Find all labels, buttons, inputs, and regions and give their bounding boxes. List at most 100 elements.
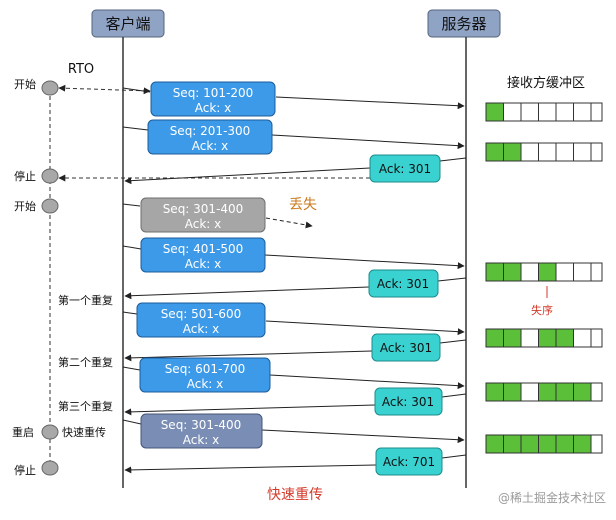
segment-box-2: Seq: 201-300 Ack: x xyxy=(147,119,273,155)
timer-restart-circle xyxy=(41,424,59,440)
segment-4-seq: Seq: 401-500 xyxy=(163,242,244,256)
buffer-cell-filled xyxy=(485,382,504,402)
server-header: 服务器 xyxy=(441,15,486,33)
seg2-stub xyxy=(122,126,149,131)
ack2-stub xyxy=(437,277,467,282)
label-start-2: 开始 xyxy=(14,199,36,213)
seg7-arrow xyxy=(261,429,465,444)
segment-7-seq: Seq: 301-400 xyxy=(161,418,242,432)
buffer-row-3 xyxy=(485,262,603,282)
buffer-cell-empty xyxy=(520,262,539,282)
segment-5-seq: Seq: 501-600 xyxy=(161,307,242,321)
buffer-cell-filled xyxy=(503,434,522,454)
buffer-cell-filled xyxy=(503,262,522,282)
buffer-cell-filled xyxy=(485,262,504,282)
ack-1-text: Ack: 301 xyxy=(379,162,431,176)
segment-2-ack: Ack: x xyxy=(192,139,229,153)
ack-box-1: Ack: 301 xyxy=(369,154,441,183)
ack-box-2: Ack: 301 xyxy=(368,269,439,298)
ack1-stub xyxy=(439,157,467,162)
dup-label-first: 第一个重复 xyxy=(58,293,113,307)
buffer-cell-empty xyxy=(520,102,539,122)
segment-5-ack: Ack: x xyxy=(183,322,220,336)
out-of-order-label: 失序 xyxy=(531,303,553,317)
seg5-stub xyxy=(122,311,138,315)
seg7-stub xyxy=(122,419,142,425)
timer-start-arrow xyxy=(58,84,151,95)
buffer-title: 接收方缓冲区 xyxy=(507,75,585,91)
ack-3-text: Ack: 301 xyxy=(380,341,432,355)
ack-box-5: Ack: 701 xyxy=(375,447,443,476)
buffer-row-6 xyxy=(485,434,603,454)
dup-label-third: 第三个重复 xyxy=(58,399,113,413)
buffer-cell-filled xyxy=(485,142,504,162)
buffer-cell-filled xyxy=(503,142,522,162)
timer-stop-circle xyxy=(41,168,59,184)
buffer-row-1 xyxy=(485,102,603,122)
seg5-arrow xyxy=(265,320,465,336)
segment-4-ack: Ack: x xyxy=(185,257,222,271)
buffer-row-2 xyxy=(485,142,603,162)
ack2-arrow xyxy=(124,286,370,300)
buffer-cell-filled xyxy=(503,328,522,348)
label-stop-2: 停止 xyxy=(14,463,36,477)
client-header-box xyxy=(91,9,165,38)
buffer-cell-filled xyxy=(538,434,557,454)
buffer-cell-filled xyxy=(555,328,574,348)
lost-label: 丢失 xyxy=(289,197,317,213)
segment-6-seq: Seq: 601-700 xyxy=(165,362,246,376)
watermark: @稀土掘金技术社区 xyxy=(498,490,606,505)
buffer-cell-empty xyxy=(555,142,574,162)
segment-box-4: Seq: 401-500 Ack: x xyxy=(140,237,266,273)
label-start-1: 开始 xyxy=(14,77,36,91)
segment-box-7-retransmit: Seq: 301-400 Ack: x xyxy=(140,413,263,449)
segment-7-ack: Ack: x xyxy=(183,433,220,447)
ack-box-3: Ack: 301 xyxy=(371,333,441,362)
buffer-cell-empty xyxy=(555,262,574,282)
buffer-cell-filled xyxy=(555,434,574,454)
buffer-cell-filled xyxy=(503,382,522,402)
buffer-cell-filled xyxy=(485,434,504,454)
buffer-cell-empty xyxy=(538,102,557,122)
segment-3-seq: Seq: 301-400 xyxy=(163,202,244,216)
ack-5-text: Ack: 701 xyxy=(383,455,435,469)
segment-1-seq: Seq: 101-200 xyxy=(173,86,254,100)
ack-4-text: Ack: 301 xyxy=(382,395,434,409)
buffer-row-4 xyxy=(485,328,603,348)
label-fast-retransmit-timer: 快速重传 xyxy=(62,425,106,439)
segment-1-ack: Ack: x xyxy=(195,101,232,115)
fast-retransmit-caption: 快速重传 xyxy=(267,487,323,503)
buffer-cell-empty xyxy=(573,328,592,348)
buffer-cell-filled xyxy=(573,382,592,402)
segment-6-ack: Ack: x xyxy=(187,377,224,391)
buffer-cell-filled xyxy=(555,382,574,402)
buffer-cell-filled xyxy=(538,328,557,348)
seg2-arrow xyxy=(271,134,465,150)
seg6-stub xyxy=(122,366,141,371)
buffer-cell-empty xyxy=(573,102,592,122)
ack4-arrow xyxy=(124,404,376,416)
buffer-cell-empty xyxy=(520,328,539,348)
timer-stop2-circle xyxy=(41,460,59,476)
seg4-stub xyxy=(122,245,142,250)
buffer-cell-filled xyxy=(485,328,504,348)
segment-2-seq: Seq: 201-300 xyxy=(170,124,251,138)
buffer-cell-empty xyxy=(538,142,557,162)
ack1-arrow xyxy=(124,167,371,185)
seg3-stub xyxy=(122,203,141,207)
buffer-cell-filled xyxy=(485,102,504,122)
segment-3-ack: Ack: x xyxy=(185,217,222,231)
buffer-cell-filled xyxy=(538,262,557,282)
seg1-stub xyxy=(122,87,151,93)
ack5-stub xyxy=(441,454,467,459)
timer-start2-circle xyxy=(41,198,59,214)
timer-start-circle xyxy=(41,80,59,96)
buffer-cell-filled xyxy=(573,434,592,454)
segment-box-1: Seq: 101-200 Ack: x xyxy=(150,81,276,117)
seg1-arrow xyxy=(275,96,465,110)
buffer-cell-empty xyxy=(573,262,592,282)
dup-label-second: 第二个重复 xyxy=(58,355,113,369)
server-header-box xyxy=(427,9,501,38)
buffer-cell-empty xyxy=(503,102,522,122)
